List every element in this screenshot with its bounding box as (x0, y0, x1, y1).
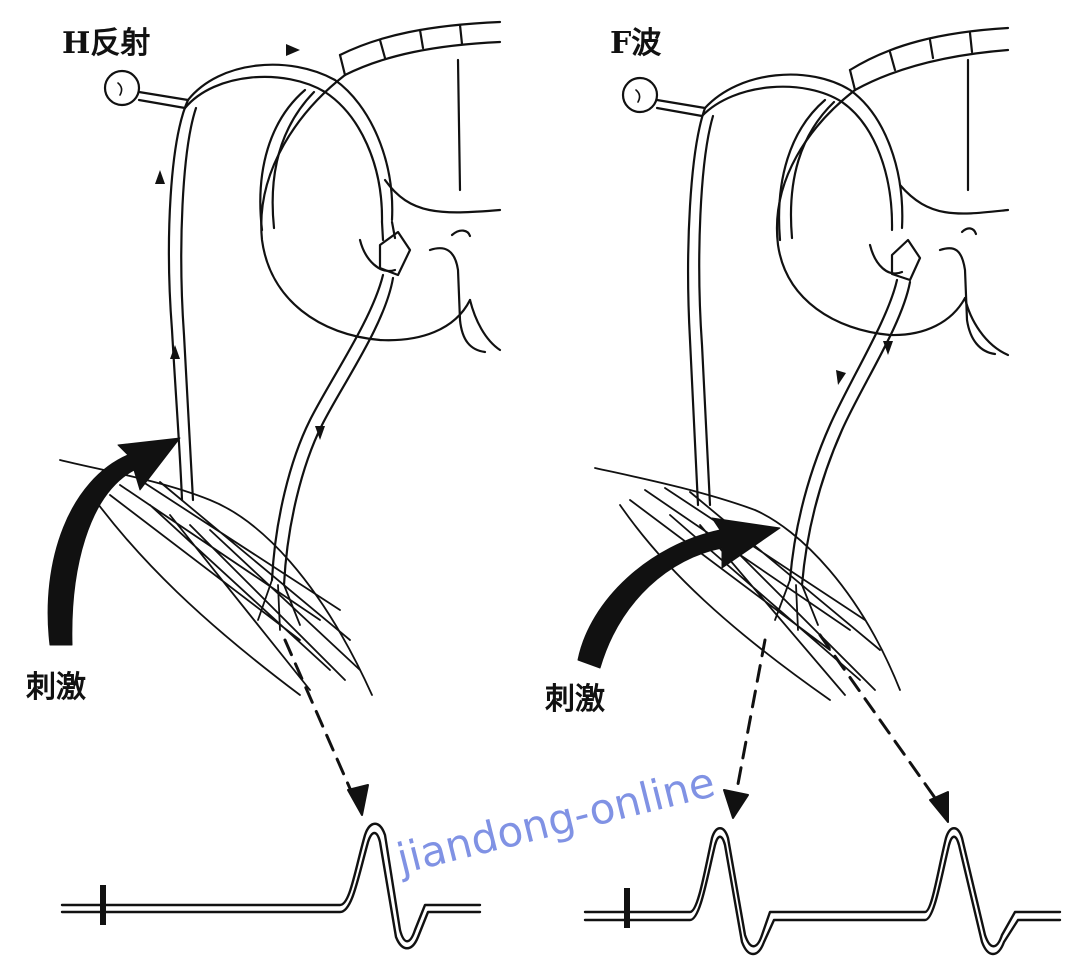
stimulus-arrow-left (47, 437, 181, 646)
stimulus-artifact-left (100, 885, 106, 925)
motor-neuron-left (257, 220, 412, 631)
recording-arrowhead-right-a (723, 789, 749, 819)
panel-title-f-wave: F波 (610, 26, 662, 61)
recording-line-left (283, 638, 357, 802)
sensory-neuron-right (621, 73, 904, 507)
recording-arrowhead-right-b (929, 791, 949, 823)
sensory-neuron-left (103, 63, 394, 502)
waveform-right (583, 827, 1062, 956)
muscle-left (59, 459, 373, 696)
motor-neuron-right (774, 238, 922, 631)
h-reflex-panel (47, 20, 502, 950)
f-wave-panel (577, 26, 1062, 956)
stimulus-arrow-right (577, 517, 781, 669)
panel-title-h-reflex: H反射 (62, 26, 151, 61)
recording-arrowhead-left (347, 784, 369, 816)
recording-line-right-b (818, 633, 942, 807)
flow-arrows-right (836, 341, 893, 385)
recording-line-right-a (733, 638, 767, 802)
stimulus-label-right: 刺激 (545, 682, 605, 717)
spinal-cord-right (775, 26, 1010, 357)
waveform-left (60, 822, 482, 950)
flow-arrows-left (155, 44, 325, 440)
stimulus-label-left: 刺激 (26, 670, 86, 705)
muscle-right (594, 467, 901, 701)
ganglion-cell-right (621, 76, 659, 114)
ganglion-cell-left (103, 69, 141, 107)
stimulus-artifact-right (624, 888, 630, 928)
spinal-cord-left (260, 20, 502, 354)
